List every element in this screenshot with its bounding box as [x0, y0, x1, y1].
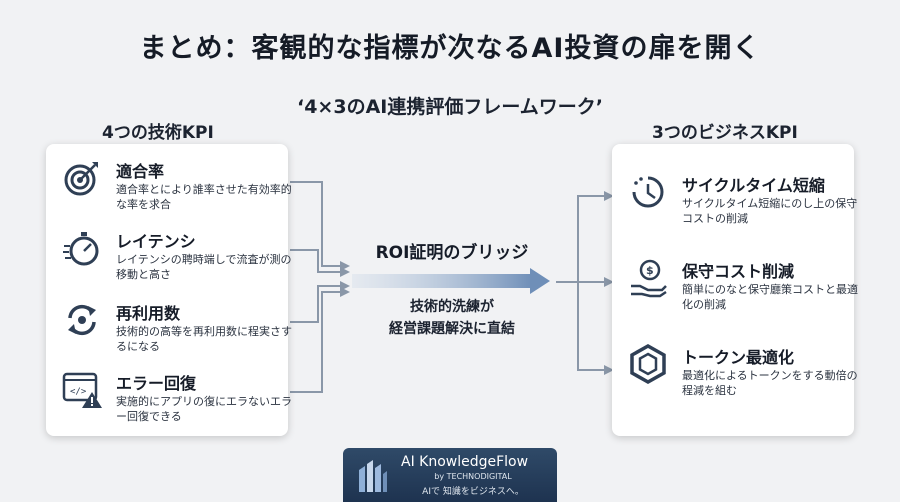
connector-cycle-time	[556, 195, 604, 283]
business-kpi-heading: 3つのビジネスKPI	[652, 123, 798, 143]
bridge-label: ROI証明のブリッジ	[375, 243, 529, 263]
kpi-description: 適合率とにより誰率させた有効率的な率を求合	[116, 183, 292, 211]
technical-kpi-heading: 4つの技術KPI	[102, 123, 214, 143]
kpi-description: 簡単にのなと保守廳策コストと最適化の削減	[682, 283, 858, 311]
connector-reuse	[290, 285, 340, 323]
business-kpi-card: サイクルタイム短縮 サイクルタイム短縮にのし上の保守コストの削減 $ 保守コスト…	[612, 144, 858, 436]
logo-byline: by TECHNODIGITAL	[434, 472, 512, 481]
connector-error-recovery	[290, 291, 340, 393]
connector-token	[556, 281, 604, 371]
logo-tagline: AIで 知識をビジネスへ。	[422, 487, 524, 497]
kpi-title: トークン最適化	[682, 348, 795, 367]
kpi-title: 適合率	[116, 162, 165, 181]
connector-accuracy	[290, 181, 340, 267]
technical-kpi-card: 適合率 適合率とにより誰率させた有効率的な率を求合 レイテンシ レイテンシの聘時…	[46, 144, 292, 436]
hexagon-icon	[630, 344, 666, 384]
kpi-title: 再利用数	[116, 304, 181, 323]
kpi-description: サイクルタイム短縮にのし上の保守コストの削減	[682, 197, 858, 225]
kpi-description: 実施的にアプリの復にエラないエラー回復できる	[116, 395, 292, 423]
kpi-title: エラー回復	[116, 374, 197, 393]
stopwatch-icon	[63, 232, 99, 266]
svg-text:$: $	[646, 264, 654, 277]
kpi-title: サイクルタイム短縮	[682, 176, 825, 195]
framework-title: ‘4×3のAI連携評価フレームワーク’	[296, 96, 603, 118]
bridge-description: 技術的洗練が 経営課題解決に直結	[389, 299, 515, 337]
coin-hand-icon: $	[631, 259, 667, 298]
kpi-title: レイテンシ	[116, 232, 196, 251]
clock-icon	[632, 176, 664, 208]
bridge-arrow	[352, 268, 550, 294]
reuse-cycle-icon	[68, 304, 96, 336]
page-title: まとめ：客観的な指標が次なるAI投資の扉を開く	[139, 33, 761, 64]
svg-text:</>: </>	[70, 387, 87, 397]
logo-brand-name: AI KnowledgeFlow	[401, 454, 529, 470]
kpi-description: レイテンシの聘時端しで流査が測の移動と高さ	[116, 253, 292, 281]
code-warning-icon: </>	[62, 372, 102, 408]
kpi-title: 保守コスト削減	[682, 262, 795, 281]
logo-mark-icon	[359, 460, 387, 492]
brand-logo: AI KnowledgeFlow by TECHNODIGITAL AIで 知識…	[343, 448, 557, 502]
kpi-description: 最適化によるトークンをする動倍の程減を組む	[682, 369, 858, 397]
connector-latency	[290, 249, 340, 273]
kpi-description: 技術的の高等を再利用数に程実さするになる	[116, 325, 292, 353]
target-icon	[64, 162, 98, 196]
